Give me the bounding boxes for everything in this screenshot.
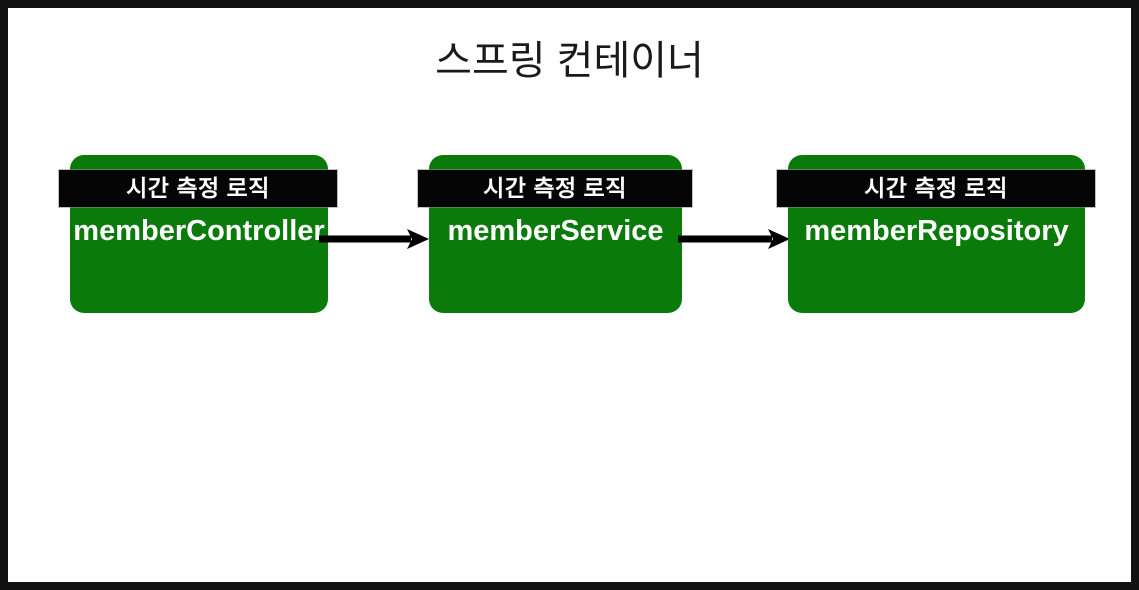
node-member-controller[interactable]: 시간 측정 로직 memberController — [59, 155, 345, 313]
node-banner-label: 시간 측정 로직 — [864, 175, 1008, 201]
diagram-inner-surface: 스프링 컨테이너 시간 측정 로직 memberController 시간 측정… — [8, 8, 1131, 582]
node-label: memberService — [447, 215, 664, 247]
arrow-controller-to-service — [319, 228, 429, 250]
arrow-right-icon — [678, 229, 790, 249]
node-member-repository[interactable]: 시간 측정 로직 memberRepository — [777, 155, 1097, 313]
node-banner-label: 시간 측정 로직 — [126, 175, 270, 201]
node-banner-time-measurement-logic: 시간 측정 로직 — [777, 170, 1095, 207]
arrow-service-to-repository — [678, 228, 790, 250]
node-banner-time-measurement-logic: 시간 측정 로직 — [418, 170, 692, 207]
node-label: memberController — [73, 215, 325, 247]
page-title: 스프링 컨테이너 — [435, 39, 704, 83]
node-label: memberRepository — [804, 215, 1069, 247]
node-member-service[interactable]: 시간 측정 로직 memberService — [418, 155, 702, 313]
arrow-right-icon — [319, 229, 429, 249]
node-banner-time-measurement-logic: 시간 측정 로직 — [59, 170, 337, 207]
node-banner-label: 시간 측정 로직 — [483, 175, 627, 201]
